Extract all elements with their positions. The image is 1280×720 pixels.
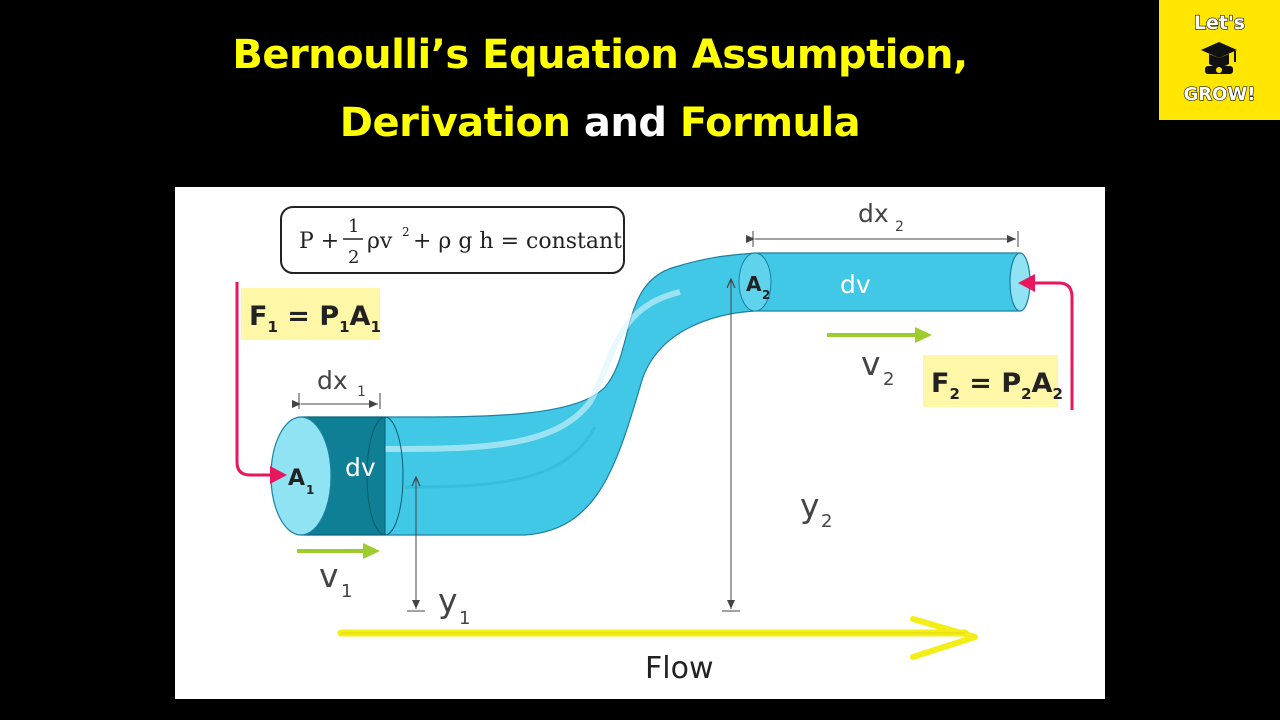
force-f1: F1 = P1A1 [235,282,381,484]
a2-label: A [746,272,762,296]
f1-a: A [350,301,371,332]
f1-letter: F [249,301,267,332]
logo-text-bottom: GROW! [1183,83,1256,105]
dx1-dimension: dx 1 [292,366,381,409]
f1-eq: = P [278,301,339,332]
v1-label: v [319,556,339,595]
y1-sub: 1 [459,608,470,629]
graduation-cap-icon [1201,42,1237,74]
a1-sub: 1 [306,483,314,497]
dx2-label: dx [858,199,889,228]
title-line-2: Derivation and Formula [0,94,1200,152]
dv2-label: dv [840,270,871,299]
lets-grow-logo: Let's GROW! [1159,0,1280,120]
title-formula: Formula [679,100,861,146]
title-and: and [583,100,667,146]
flow-label: Flow [645,651,713,686]
f2-a: A [1032,368,1053,399]
equation-square: 2 [402,225,410,239]
f2-highlight-box [923,355,1058,407]
v2-sub: 2 [883,369,894,390]
equation-p: P + [299,229,339,254]
velocity-v2: v 2 [827,327,932,390]
title-derivation: Derivation [339,100,571,146]
f2-letter: F [931,368,949,399]
dv1-label: dv [345,453,376,482]
f2-p-sub: 2 [1021,385,1031,403]
equation-box: P + 1 2 ρv 2 + ρ g h = constant [280,206,625,274]
force-f2: F2 = P2A2 [923,274,1074,410]
diagram-panel: P + 1 2 ρv 2 + ρ g h = constant [175,187,1105,699]
y2-label: y [800,486,820,525]
v2-label: v [861,344,881,383]
y1-label: y [438,581,458,620]
y2-sub: 2 [821,511,832,532]
v1-sub: 1 [341,581,352,602]
f1-highlight-box [241,288,380,340]
f2-sub: 2 [949,385,959,403]
equation-rest: + ρ g h = constant [413,229,622,254]
dx2-dimension: dx 2 [746,199,1019,247]
flow-arrow: Flow [337,616,978,686]
f1-a-sub: 1 [370,318,380,336]
dx1-sub: 1 [357,384,366,400]
equation-frac-num: 1 [348,216,359,237]
svg-text:F2 = P2A2: F2 = P2A2 [931,368,1063,403]
cross-section-a2 [738,252,772,312]
f2-a-sub: 2 [1052,385,1062,403]
a2-sub: 2 [762,288,770,302]
dx2-sub: 2 [895,219,904,235]
a1-label: A [288,466,305,491]
velocity-v1: v 1 [297,543,380,602]
svg-text:F1 = P1A1: F1 = P1A1 [249,301,381,336]
equation-frac-den: 2 [348,247,359,268]
f2-eq: = P [960,368,1021,399]
height-y1: y 1 [407,477,470,629]
f1-sub: 1 [267,318,277,336]
height-y2: y 2 [722,279,832,612]
f1-p-sub: 1 [339,318,349,336]
logo-text-top: Let's [1193,11,1246,34]
dx1-label: dx [317,366,348,395]
pipe [270,252,1031,536]
bernoulli-diagram: P + 1 2 ρv 2 + ρ g h = constant [235,199,1074,686]
equation-rho-v: ρv [367,229,393,254]
title-line-1: Bernoulli’s Equation Assumption, [232,32,968,78]
